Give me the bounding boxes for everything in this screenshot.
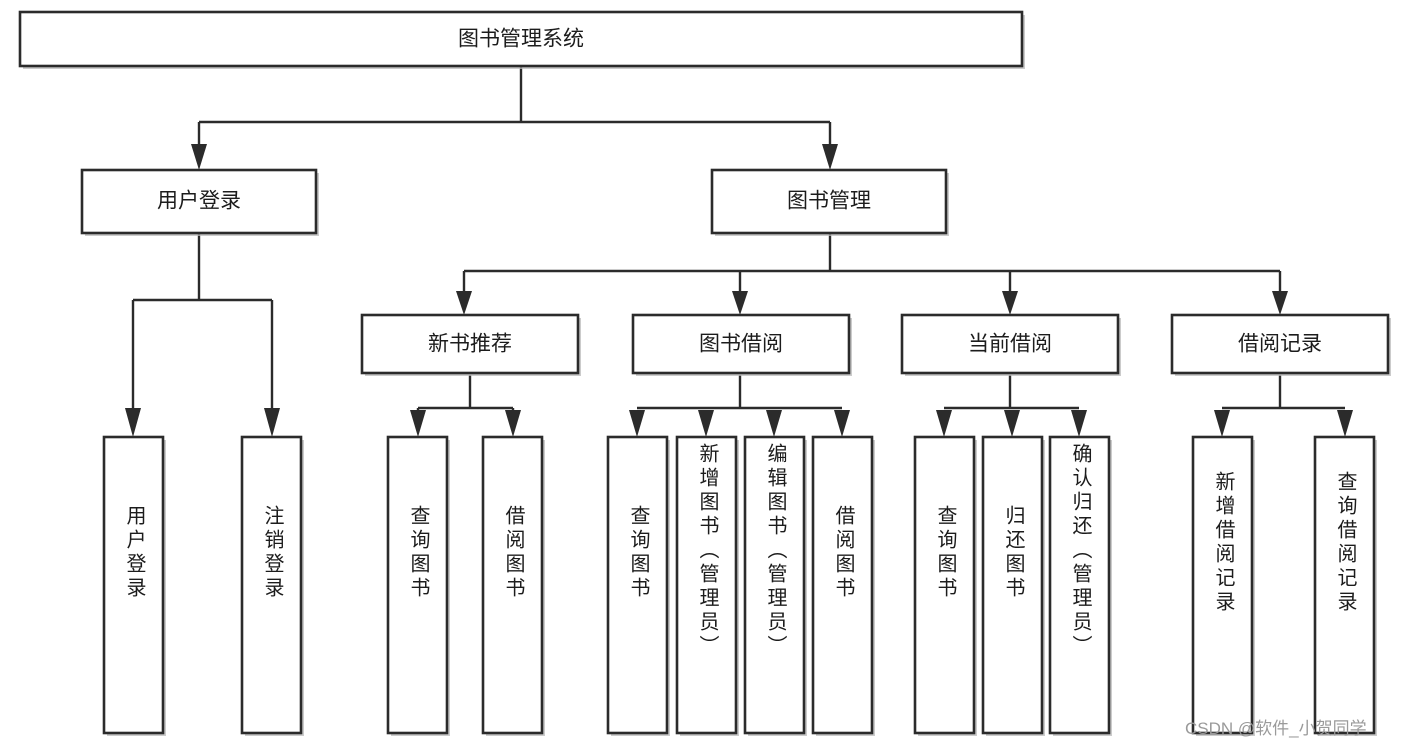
arrow-head-leaf-return-book — [1004, 410, 1020, 437]
arrow-head-leaf-add-book — [698, 410, 714, 437]
node-leaf-query-book-cb[interactable] — [913, 435, 977, 736]
node-leaf-borrow-book-bb[interactable] — [811, 435, 875, 736]
arrow-head-leaf-confirm-return — [1071, 410, 1087, 437]
csdn-watermark: CSDN @软件_小贺同学 — [1185, 719, 1367, 738]
node-new-book-recommend-label: 新书推荐 — [428, 333, 512, 356]
node-book-manage-label: 图书管理 — [787, 190, 871, 213]
node-leaf-confirm-return[interactable] — [1048, 435, 1112, 736]
node-book-borrow-label: 图书借阅 — [699, 333, 783, 356]
arrow-head-leaf-query-record — [1337, 410, 1353, 437]
arrow-head-leaf-logout — [264, 408, 280, 437]
node-leaf-query-book-bb[interactable] — [606, 435, 670, 736]
arrow-head-leaf-add-record — [1214, 410, 1230, 437]
node-user-login-label: 用户登录 — [157, 190, 241, 213]
node-book-manage[interactable]: 图书管理 — [710, 168, 949, 236]
arrow-head-leaf-query-book-cb — [936, 410, 952, 437]
arrow-head-leaf-borrow-book-rec — [505, 410, 521, 437]
arrow-head-borrow-record — [1272, 291, 1288, 315]
node-leaf-query-book-rec[interactable] — [386, 435, 450, 736]
arrow-head-user-login — [191, 144, 207, 170]
node-leaf-edit-book[interactable] — [743, 435, 807, 736]
connector-group — [125, 66, 1353, 437]
arrow-head-leaf-edit-book — [766, 410, 782, 437]
node-book-borrow[interactable]: 图书借阅 — [631, 313, 852, 376]
node-new-book-recommend[interactable]: 新书推荐 — [360, 313, 581, 376]
arrow-head-leaf-query-book-rec — [410, 410, 426, 437]
node-leaf-logout[interactable] — [240, 435, 304, 736]
arrow-head-current-borrow — [1002, 291, 1018, 315]
node-borrow-record-label: 借阅记录 — [1238, 333, 1322, 356]
arrow-head-leaf-query-book-bb — [629, 410, 645, 437]
node-root[interactable]: 图书管理系统 — [18, 10, 1025, 69]
node-leaf-add-record[interactable] — [1191, 435, 1255, 736]
node-leaf-borrow-book-rec[interactable] — [481, 435, 545, 736]
node-leaf-return-book[interactable] — [981, 435, 1045, 736]
node-current-borrow[interactable]: 当前借阅 — [900, 313, 1121, 376]
arrow-head-new-book-recommend — [456, 291, 472, 315]
node-leaf-user-login[interactable] — [102, 435, 166, 736]
node-current-borrow-label: 当前借阅 — [968, 333, 1052, 356]
arrow-head-book-borrow — [732, 291, 748, 315]
node-leaf-add-book[interactable] — [675, 435, 739, 736]
arrow-head-leaf-borrow-book-bb — [834, 410, 850, 437]
arrow-head-leaf-user-login — [125, 408, 141, 437]
node-root-label: 图书管理系统 — [458, 28, 584, 51]
arrow-head-book-manage — [822, 144, 838, 170]
node-borrow-record[interactable]: 借阅记录 — [1170, 313, 1391, 376]
node-user-login[interactable]: 用户登录 — [80, 168, 319, 236]
node-leaf-query-record[interactable] — [1313, 435, 1377, 736]
